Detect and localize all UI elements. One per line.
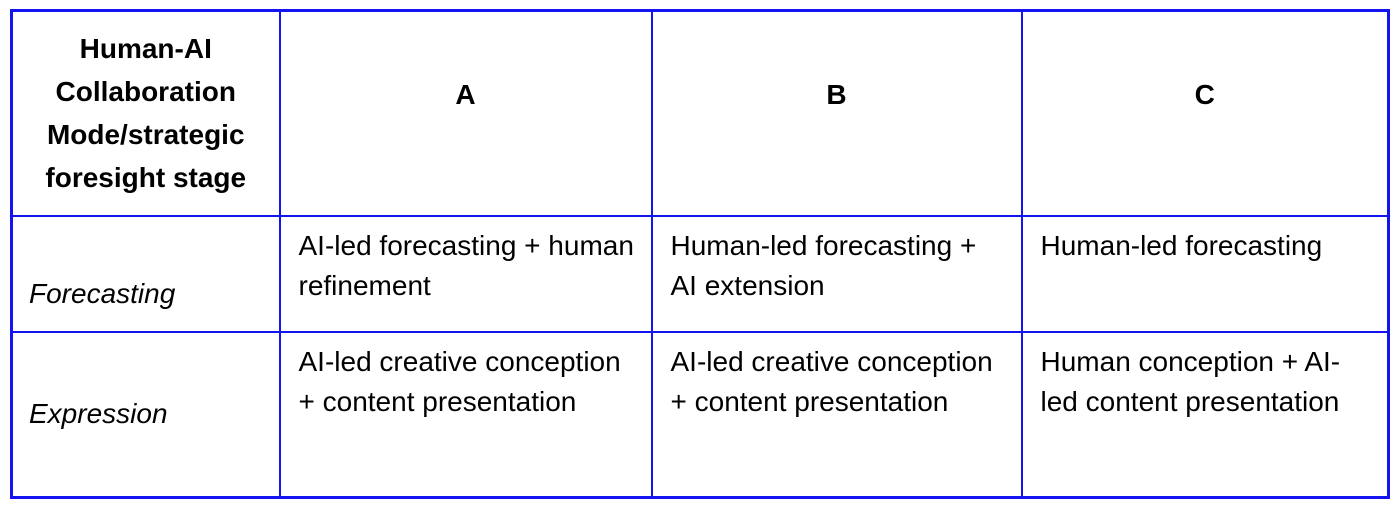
cell-forecasting-c: Human-led forecasting [1020,214,1390,333]
column-header-c: C [1020,9,1390,217]
table-header-row: Human-AI Collaboration Mode/strategic fo… [10,9,1390,217]
column-header-a: A [278,9,653,217]
cell-forecasting-a: AI-led forecasting + human refinement [278,214,653,333]
cell-forecasting-b: Human-led forecasting + AI extension [650,214,1023,333]
row-label-forecasting: Forecasting [10,214,281,333]
row-label-expression: Expression [10,330,281,499]
cell-expression-a: AI-led creative conception + content pre… [278,330,653,499]
table-row-forecasting: Forecasting AI-led forecasting + human r… [10,214,1390,333]
corner-header-cell: Human-AI Collaboration Mode/strategic fo… [10,9,281,217]
collaboration-modes-table: Human-AI Collaboration Mode/strategic fo… [10,9,1390,499]
cell-expression-c: Human conception + AI-led content presen… [1020,330,1390,499]
table-row-expression: Expression AI-led creative conception + … [10,330,1390,499]
cell-expression-b: AI-led creative conception + content pre… [650,330,1023,499]
column-header-b: B [650,9,1023,217]
